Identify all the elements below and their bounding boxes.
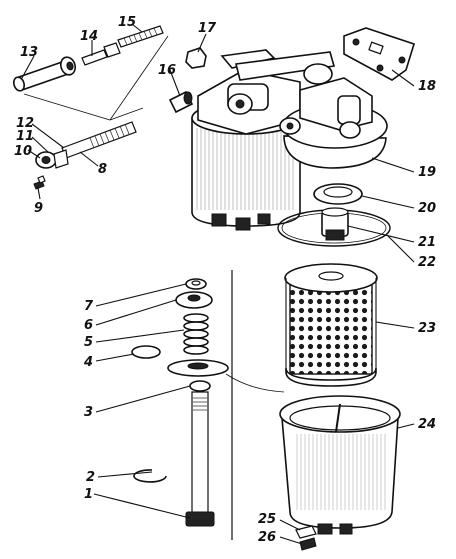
part-17-cap-nut	[185, 47, 207, 69]
center-bolt-assembly	[131, 278, 229, 527]
part-15-threaded-rod	[117, 25, 164, 48]
label-25: 25	[258, 512, 276, 527]
part-14-fitting	[81, 42, 121, 66]
label-2: 2	[86, 470, 95, 485]
part-21-valve	[321, 207, 349, 241]
label-14: 14	[80, 29, 98, 44]
label-4: 4	[83, 355, 93, 370]
label-23: 23	[418, 321, 436, 336]
label-15: 15	[118, 15, 136, 30]
part-25-26-drain-plug	[295, 525, 317, 551]
label-5: 5	[84, 335, 93, 350]
label-18: 18	[418, 79, 436, 94]
label-7: 7	[84, 299, 94, 314]
part-13-tube	[12, 56, 77, 92]
label-1: 1	[84, 487, 93, 502]
part-18-gasket	[343, 27, 415, 81]
label-21: 21	[418, 235, 436, 250]
label-19: 19	[418, 165, 436, 180]
label-22: 22	[418, 255, 436, 270]
label-13: 13	[20, 45, 38, 60]
label-3: 3	[84, 405, 93, 420]
part-9-small-bolt	[33, 175, 46, 190]
label-16: 16	[158, 63, 176, 78]
label-6: 6	[84, 318, 93, 333]
label-8: 8	[98, 162, 107, 177]
label-26: 26	[258, 530, 276, 545]
label-12: 12	[16, 116, 34, 131]
label-9: 9	[34, 201, 43, 216]
label-24: 24	[418, 417, 436, 432]
leader-lines	[21, 23, 415, 545]
label-20: 20	[418, 201, 436, 216]
label-17: 17	[198, 21, 217, 36]
labels: 1 2 3 4 5 6 7 8 9 10 11 12 13 14 15 16 1…	[14, 15, 436, 545]
part-16-union	[168, 90, 194, 114]
part-20-washer	[313, 183, 363, 205]
label-11: 11	[16, 129, 34, 144]
label-10: 10	[14, 144, 32, 159]
part-24-bowl	[279, 395, 401, 535]
filter-head-housing	[191, 49, 388, 231]
part-23-filter-element	[284, 263, 378, 387]
part-10-11-nut	[35, 149, 69, 169]
part-8-bolt	[61, 121, 137, 159]
